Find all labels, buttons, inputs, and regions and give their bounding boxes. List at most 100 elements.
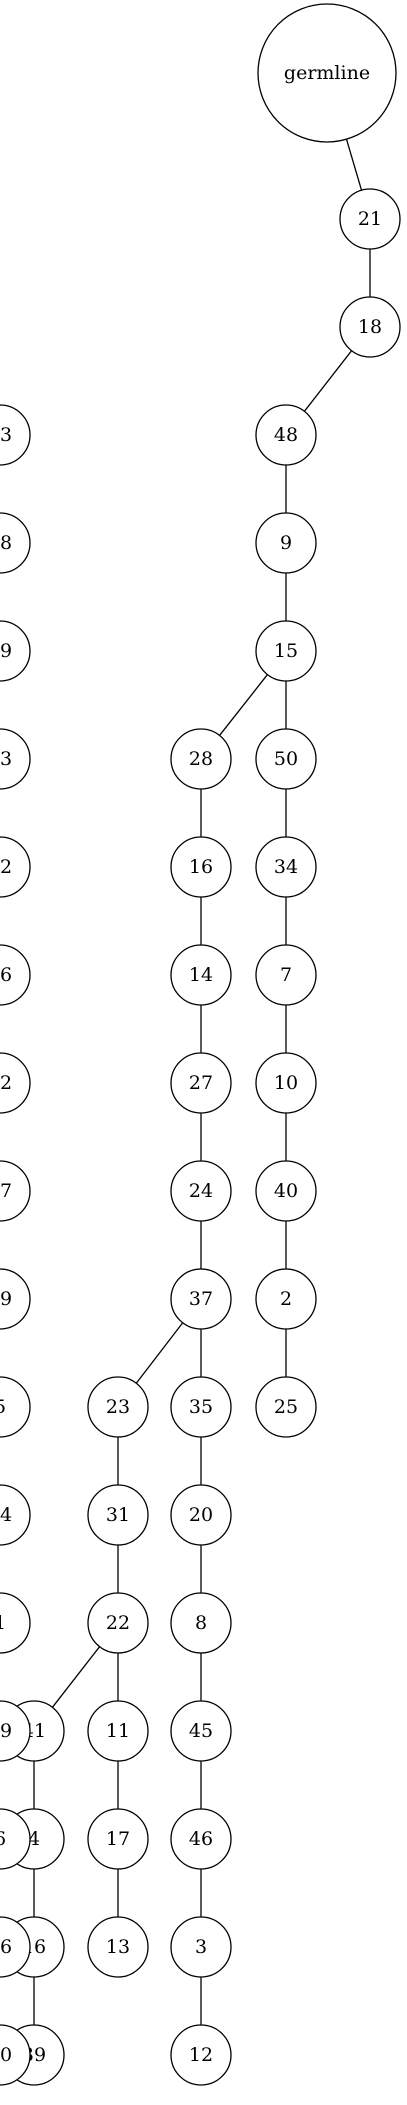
node-label: 38 bbox=[0, 532, 12, 554]
tree-node: 49 bbox=[0, 1268, 31, 1330]
tree-node: 1 bbox=[0, 1592, 31, 1654]
tree-node: 21 bbox=[339, 188, 401, 250]
node-label: 6 bbox=[0, 1828, 6, 1850]
node-label: 8 bbox=[195, 1612, 207, 1634]
node-label: 7 bbox=[280, 964, 292, 986]
tree-node: 43 bbox=[0, 404, 31, 466]
tree-node: 9 bbox=[255, 512, 317, 574]
node-label: germline bbox=[284, 62, 370, 84]
tree-edge bbox=[135, 1322, 184, 1384]
node-label: 43 bbox=[0, 424, 12, 446]
node-circle bbox=[0, 512, 31, 574]
node-circle bbox=[87, 1916, 149, 1978]
node-circle bbox=[255, 836, 317, 898]
node-label: 9 bbox=[280, 532, 292, 554]
tree-edge bbox=[345, 139, 363, 191]
node-circle bbox=[170, 728, 232, 790]
node-label: 33 bbox=[0, 748, 12, 770]
node-circle bbox=[0, 944, 31, 1006]
node-label: 49 bbox=[0, 1288, 12, 1310]
node-circle bbox=[255, 1268, 317, 1330]
node-label: 37 bbox=[189, 1288, 213, 1310]
node-circle bbox=[255, 512, 317, 574]
tree-node: 19 bbox=[0, 1700, 31, 1762]
node-label: 16 bbox=[189, 856, 213, 878]
tree-node: 10 bbox=[255, 1052, 317, 1114]
node-label: 26 bbox=[0, 1936, 12, 1958]
node-circle bbox=[170, 1268, 232, 1330]
tree-node: 27 bbox=[170, 1052, 232, 1114]
node-circle bbox=[170, 1592, 232, 1654]
node-circle bbox=[255, 404, 317, 466]
node-circle bbox=[0, 1268, 31, 1330]
tree-node: 22 bbox=[87, 1592, 149, 1654]
node-label: 22 bbox=[106, 1612, 130, 1634]
node-circle bbox=[255, 1376, 317, 1438]
tree-edge bbox=[51, 1646, 101, 1708]
node-label: 46 bbox=[189, 1828, 213, 1850]
root-node: germline bbox=[257, 3, 397, 143]
node-circle bbox=[255, 620, 317, 682]
node-circle bbox=[0, 1700, 31, 1762]
tree-node: 33 bbox=[0, 728, 31, 790]
node-circle bbox=[87, 1376, 149, 1438]
node-circle bbox=[255, 944, 317, 1006]
node-label: 11 bbox=[106, 1720, 130, 1742]
node-circle bbox=[170, 1700, 232, 1762]
tree-node: 3 bbox=[170, 1916, 232, 1978]
node-label: 10 bbox=[274, 1072, 298, 1094]
node-label: 27 bbox=[189, 1072, 213, 1094]
tree-node: 42 bbox=[0, 1052, 31, 1114]
node-circle bbox=[0, 1808, 31, 1870]
node-label: 47 bbox=[0, 1180, 12, 1202]
tree-node: 38 bbox=[0, 512, 31, 574]
node-circle bbox=[339, 296, 401, 358]
node-label: 3 bbox=[195, 1936, 207, 1958]
node-circle bbox=[170, 1484, 232, 1546]
node-circle bbox=[170, 2024, 232, 2086]
node-circle bbox=[87, 1484, 149, 1546]
tree-nodes: germline21184843938152928503316343214736… bbox=[0, 3, 401, 2086]
node-label: 25 bbox=[274, 1396, 298, 1418]
node-label: 5 bbox=[0, 1396, 6, 1418]
node-circle bbox=[170, 1376, 232, 1438]
node-label: 31 bbox=[106, 1504, 130, 1526]
tree-node: 12 bbox=[170, 2024, 232, 2086]
tree-node: 26 bbox=[0, 1916, 31, 1978]
tree-edges bbox=[33, 139, 371, 2025]
node-label: 44 bbox=[0, 1504, 12, 1526]
tree-node: 8 bbox=[170, 1592, 232, 1654]
node-label: 45 bbox=[189, 1720, 213, 1742]
node-circle bbox=[257, 3, 397, 143]
tree-edge bbox=[303, 350, 353, 412]
node-circle bbox=[0, 1052, 31, 1114]
tree-node: 7 bbox=[255, 944, 317, 1006]
node-label: 12 bbox=[189, 2044, 213, 2066]
tree-node: 29 bbox=[0, 620, 31, 682]
node-circle bbox=[170, 1808, 232, 1870]
tree-node: 15 bbox=[255, 620, 317, 682]
node-circle bbox=[0, 1916, 31, 1978]
node-circle bbox=[0, 404, 31, 466]
tree-node: 2 bbox=[255, 1268, 317, 1330]
node-circle bbox=[0, 1484, 31, 1546]
node-label: 42 bbox=[0, 1072, 12, 1094]
node-label: 23 bbox=[106, 1396, 130, 1418]
tree-node: 28 bbox=[170, 728, 232, 790]
node-circle bbox=[170, 1052, 232, 1114]
tree-node: 14 bbox=[170, 944, 232, 1006]
node-circle bbox=[0, 620, 31, 682]
node-label: 1 bbox=[0, 1612, 6, 1634]
tree-node: 5 bbox=[0, 1376, 31, 1438]
tree-node: 32 bbox=[0, 836, 31, 898]
node-label: 29 bbox=[0, 640, 12, 662]
node-label: 40 bbox=[274, 1180, 298, 1202]
tree-node: 17 bbox=[87, 1808, 149, 1870]
tree-node: 16 bbox=[170, 836, 232, 898]
tree-node: 37 bbox=[170, 1268, 232, 1330]
tree-node: 44 bbox=[0, 1484, 31, 1546]
node-circle bbox=[255, 728, 317, 790]
node-label: 48 bbox=[274, 424, 298, 446]
node-label: 36 bbox=[0, 964, 12, 986]
